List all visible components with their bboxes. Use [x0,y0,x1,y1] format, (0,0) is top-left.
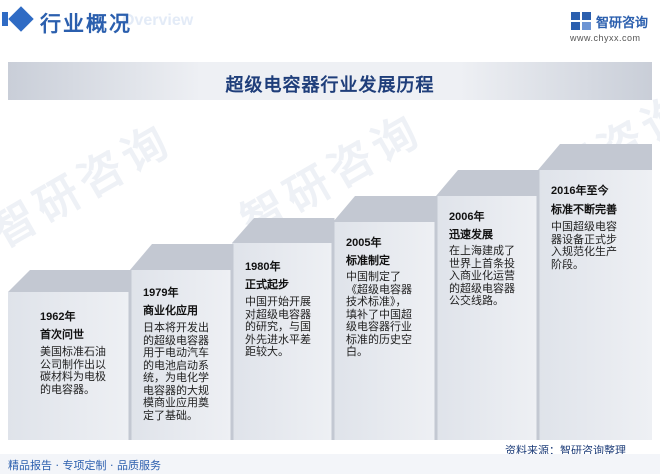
step-description: 中国超级电容器设备正式步入规范化生产阶段。 [551,220,617,271]
header-english-title: Overview [122,12,194,29]
step-connector [436,170,538,196]
step-shape-1 [8,292,130,440]
step-connector [232,218,333,243]
step-connector [538,144,652,170]
step-connector [130,244,232,270]
step-shape-5 [436,196,538,440]
step-description: 中国制定了《超级电容器技术标准》，填补了中国超级电容器行业标准的历史空白。 [346,270,412,358]
brand-logo-icon [571,12,591,30]
step-title: 标准制定 [346,254,390,267]
step-description: 日本将开发出的超级电容器用于电动汽车的电池启动系统，为电化学电容器的大规模商业应… [143,321,209,422]
step-year: 1979年 [143,287,179,299]
step-shape-6 [538,170,652,440]
step-year: 1962年 [40,311,76,323]
step-title: 首次问世 [40,328,84,341]
step-description: 中国开始开展对超级电容器的研究，与国外先进水平差距较大。 [245,295,311,358]
title-banner [8,62,652,100]
step-year: 2016年至今 [551,185,609,197]
page-title: 行业概况 [40,12,132,36]
data-source: 资料来源：智研咨询整理 [505,444,626,457]
step-title: 标准不断完善 [551,203,617,216]
step-description: 在上海建成了世界上首条投入商业化运营的超级电容器公交线路。 [449,244,515,307]
step-year: 2006年 [449,211,485,223]
step-year: 2005年 [346,237,382,249]
page-header: Overview 行业概况 智研咨询 www.chyxx.com [0,0,660,44]
step-description: 美国标准石油公司制作出以碳材料为电极的电容器。 [40,345,106,396]
header-bar-decoration [2,12,8,26]
chart-title: 超级电容器行业发展历程 [225,75,435,96]
step-title: 正式起步 [245,278,289,291]
step-year: 1980年 [245,261,281,273]
step-title: 商业化应用 [143,304,198,317]
brand-url: www.chyxx.com [570,33,641,43]
step-title: 迅速发展 [449,228,493,241]
step-shape-3 [232,243,333,440]
footer-bar [0,454,660,474]
step-connector [333,196,436,222]
step-shape-2 [130,270,232,440]
step-connector [8,270,130,292]
step-shape-4 [333,222,436,440]
brand-name: 智研咨询 [596,16,649,31]
footer-tagline: 精品报告 · 专项定制 · 品质服务 [8,459,161,472]
